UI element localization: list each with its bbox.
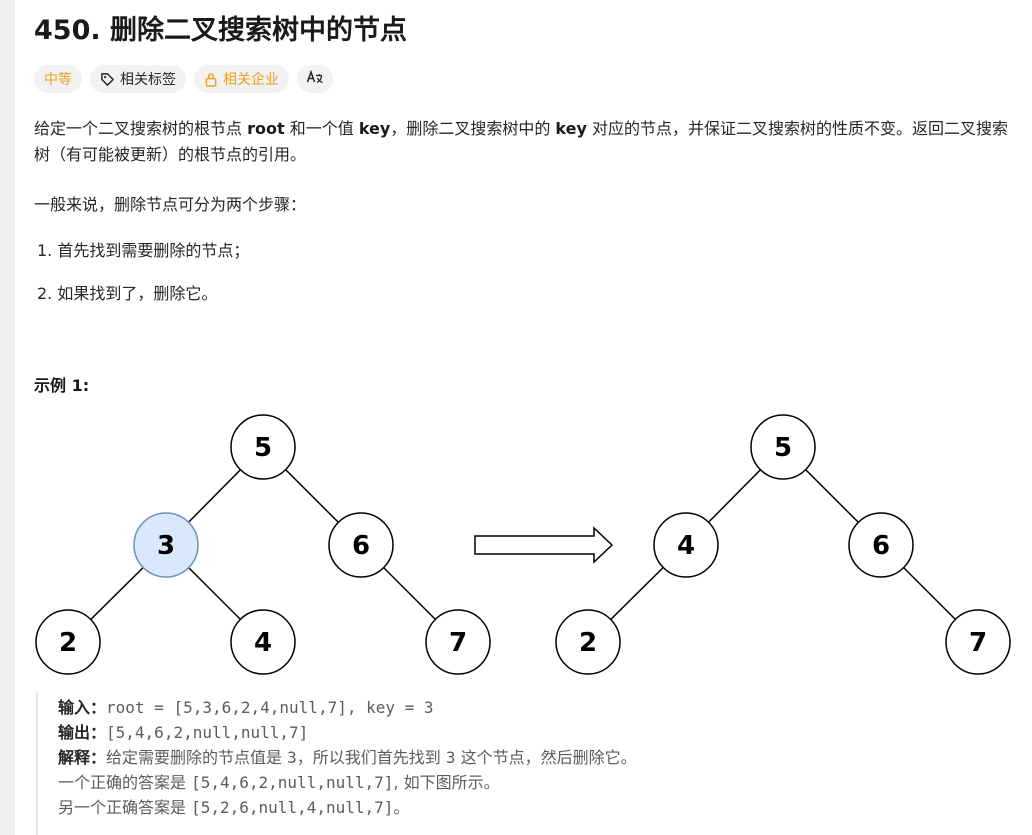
translate-icon [306,69,324,89]
related-tags-label: 相关标签 [120,72,176,88]
code-root: root [247,119,285,138]
related-companies-label: 相关企业 [223,72,279,88]
example-output-line: 输出：[5,4,6,2,null,null,7] [58,723,309,742]
steps-intro: 一般来说，删除节点可分为两个步骤： [34,195,307,214]
example-io-block: 输入：root = [5,3,6,2,4,null,7], key = 3 输出… [36,692,1026,835]
tree-nodes-after: 5 4 6 2 7 [555,414,1011,675]
left-panel-edge [0,0,15,835]
related-companies-button[interactable]: 相关企业 [194,65,289,93]
tree-node-label: 4 [254,628,272,658]
tree-node-highlighted [133,512,199,578]
example-input-value: root = [5,3,6,2,4,null,7], key = 3 [106,698,434,717]
example-tree-diagram: 5 3 6 2 4 7 5 4 6 2 7 [35,414,1011,675]
tree-node [653,512,719,578]
translate-button[interactable] [297,65,333,93]
tree-node-label: 2 [59,628,77,658]
tree-node-label: 5 [774,433,792,463]
problem-description: 给定一个二叉搜索树的根节点 root 和一个值 key，删除二叉搜索树中的 ke… [34,119,1008,164]
tree-node [848,512,914,578]
tree-node [555,609,621,675]
tree-node [750,414,816,480]
tag-icon [100,72,115,87]
tree-node-label: 6 [872,531,890,561]
example-output-value: [5,4,6,2,null,null,7] [106,723,309,742]
tree-nodes-before: 5 3 6 2 4 7 [35,414,491,675]
lock-icon [204,72,218,87]
related-tags-button[interactable]: 相关标签 [90,65,186,93]
step-item: 2. 如果找到了，删除它。 [37,284,218,303]
tree-node-label: 3 [157,531,175,561]
tree-node-label: 2 [579,628,597,658]
example-explain-line: 解释：给定需要删除的节点值是 3，所以我们首先找到 3 这个节点，然后删除它。 [58,748,637,767]
tree-node-label: 7 [969,628,987,658]
example-input-line: 输入：root = [5,3,6,2,4,null,7], key = 3 [58,698,434,717]
tag-bar: 中等 相关标签 相关企业 [34,65,333,93]
tree-node [328,512,394,578]
difficulty-label: 中等 [44,72,72,88]
difficulty-badge[interactable]: 中等 [34,65,82,93]
tree-node-label: 5 [254,433,272,463]
tree-node-label: 6 [352,531,370,561]
example-alt-answer-line: 另一个正确答案是 [5,2,6,null,4,null,7]。 [58,798,410,817]
tree-node [230,414,296,480]
example-title: 示例 1: [34,376,90,395]
problem-title: 450. 删除二叉搜索树中的节点 [34,15,408,46]
step-item: 1. 首先找到需要删除的节点； [37,241,250,260]
tree-node-label: 7 [449,628,467,658]
tree-node [425,609,491,675]
code-key: key [555,119,587,138]
example-answer-line: 一个正确的答案是 [5,4,6,2,null,null,7], 如下图所示。 [58,773,500,792]
arrow-icon [474,526,614,564]
tree-node [230,609,296,675]
tree-node-label: 4 [677,531,695,561]
tree-node [945,609,1011,675]
code-key: key [358,119,391,138]
tree-node [35,609,101,675]
